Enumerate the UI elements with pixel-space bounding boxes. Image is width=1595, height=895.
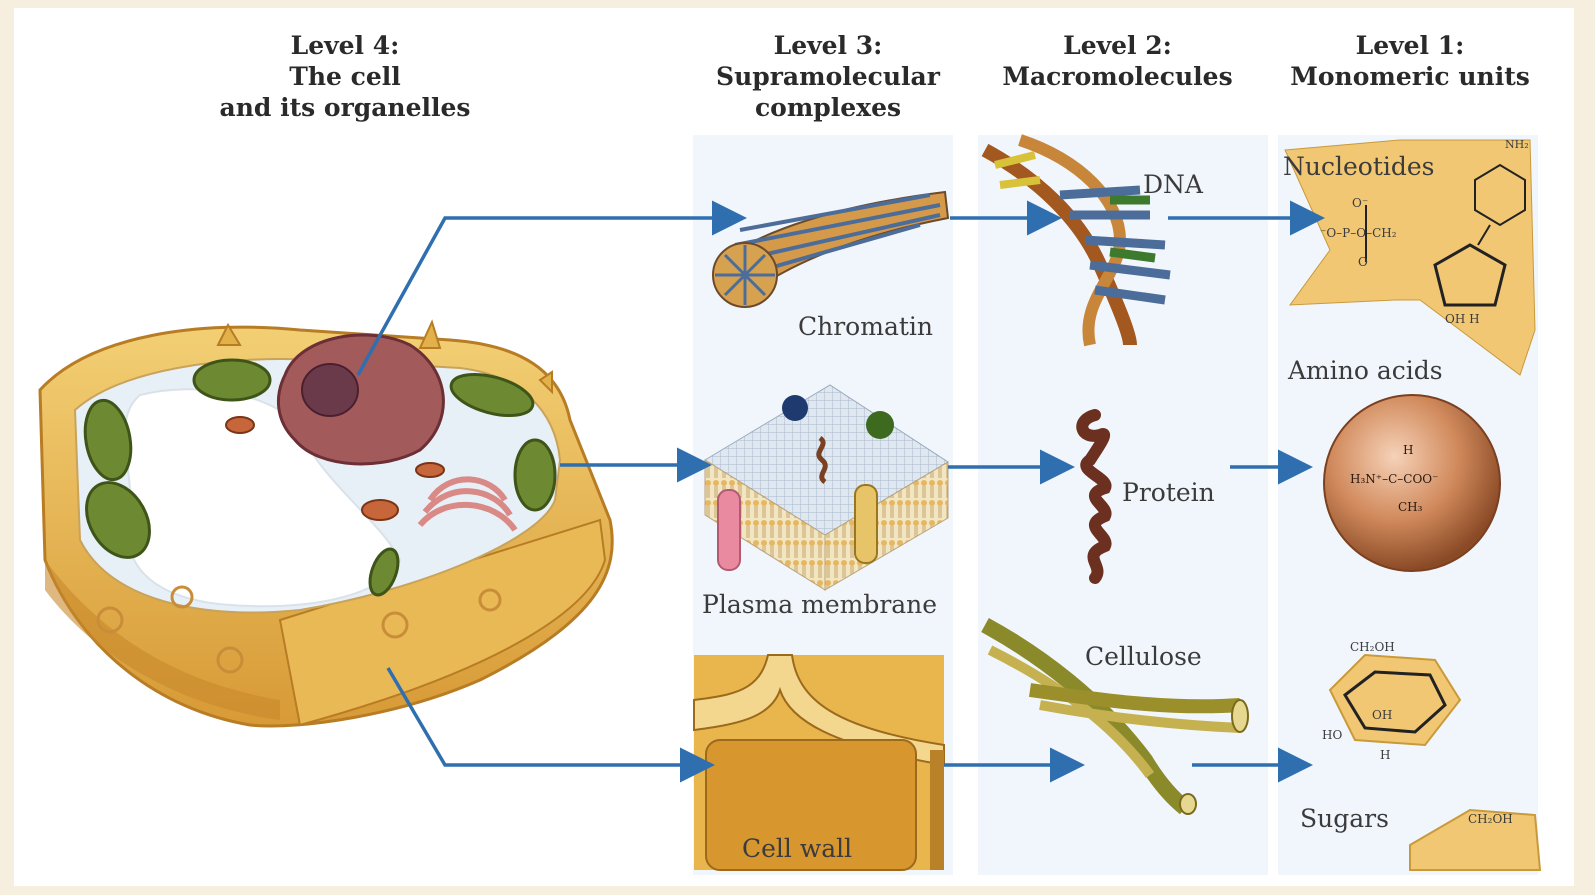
protein-illustration (1082, 415, 1105, 578)
header-level4-line3: and its organelles (190, 92, 500, 123)
chem-amino-ch3: CH₃ (1398, 500, 1422, 514)
chromatin-illustration (713, 192, 948, 307)
chem-phosphate: ⁻O–P–O–CH₂ (1320, 226, 1397, 240)
header-level4: Level 4: The cell and its organelles (190, 30, 500, 123)
chem-o-minus: O⁻ (1352, 196, 1368, 210)
header-level3-line3: complexes (688, 92, 968, 123)
glycoprotein-icon (782, 395, 808, 421)
chem-amino-formula: H₃N⁺–C–COO⁻ (1350, 472, 1438, 486)
header-level2-line2: Macromolecules (980, 61, 1255, 92)
header-level4-line1: Level 4: (190, 30, 500, 61)
header-level2: Level 2: Macromolecules (980, 30, 1255, 92)
header-level1-line2: Monomeric units (1270, 61, 1550, 92)
chem-amino-h: H (1403, 443, 1413, 457)
sugar-structure (1330, 655, 1540, 870)
mitochondrion (362, 500, 398, 520)
header-level2-line1: Level 2: (980, 30, 1255, 61)
label-cellulose: Cellulose (1085, 642, 1202, 671)
header-level4-line2: The cell (190, 61, 500, 92)
header-level3-line1: Level 3: (688, 30, 968, 61)
chem-oh: OH (1372, 708, 1392, 722)
chem-ch2oh: CH₂OH (1350, 640, 1395, 654)
chem-oh-h: OH H (1445, 312, 1480, 326)
label-protein: Protein (1122, 478, 1215, 507)
label-nucleotides: Nucleotides (1283, 152, 1435, 181)
label-amino-acids: Amino acids (1288, 356, 1443, 385)
membrane-protein (718, 490, 740, 570)
chem-nh2: NH₂ (1505, 138, 1529, 151)
header-level1: Level 1: Monomeric units (1270, 30, 1550, 92)
header-level3-line2: Supramolecular (688, 61, 968, 92)
label-plasma-membrane: Plasma membrane (702, 590, 937, 619)
label-chromatin: Chromatin (798, 312, 933, 341)
label-dna: DNA (1143, 170, 1203, 199)
chem-ch2oh-2: CH₂OH (1468, 812, 1513, 826)
nucleolus (302, 364, 358, 416)
header-level3: Level 3: Supramolecular complexes (688, 30, 968, 123)
plasma-membrane-illustration (705, 385, 948, 590)
chloroplast-icon (194, 360, 270, 400)
label-cell-wall: Cell wall (742, 834, 852, 863)
chem-h: H (1380, 748, 1390, 762)
chem-o: O (1358, 255, 1368, 269)
header-level1-line1: Level 1: (1270, 30, 1550, 61)
plant-cell-illustration (40, 322, 612, 726)
label-sugars: Sugars (1300, 804, 1389, 833)
chem-ho: HO (1322, 728, 1342, 742)
